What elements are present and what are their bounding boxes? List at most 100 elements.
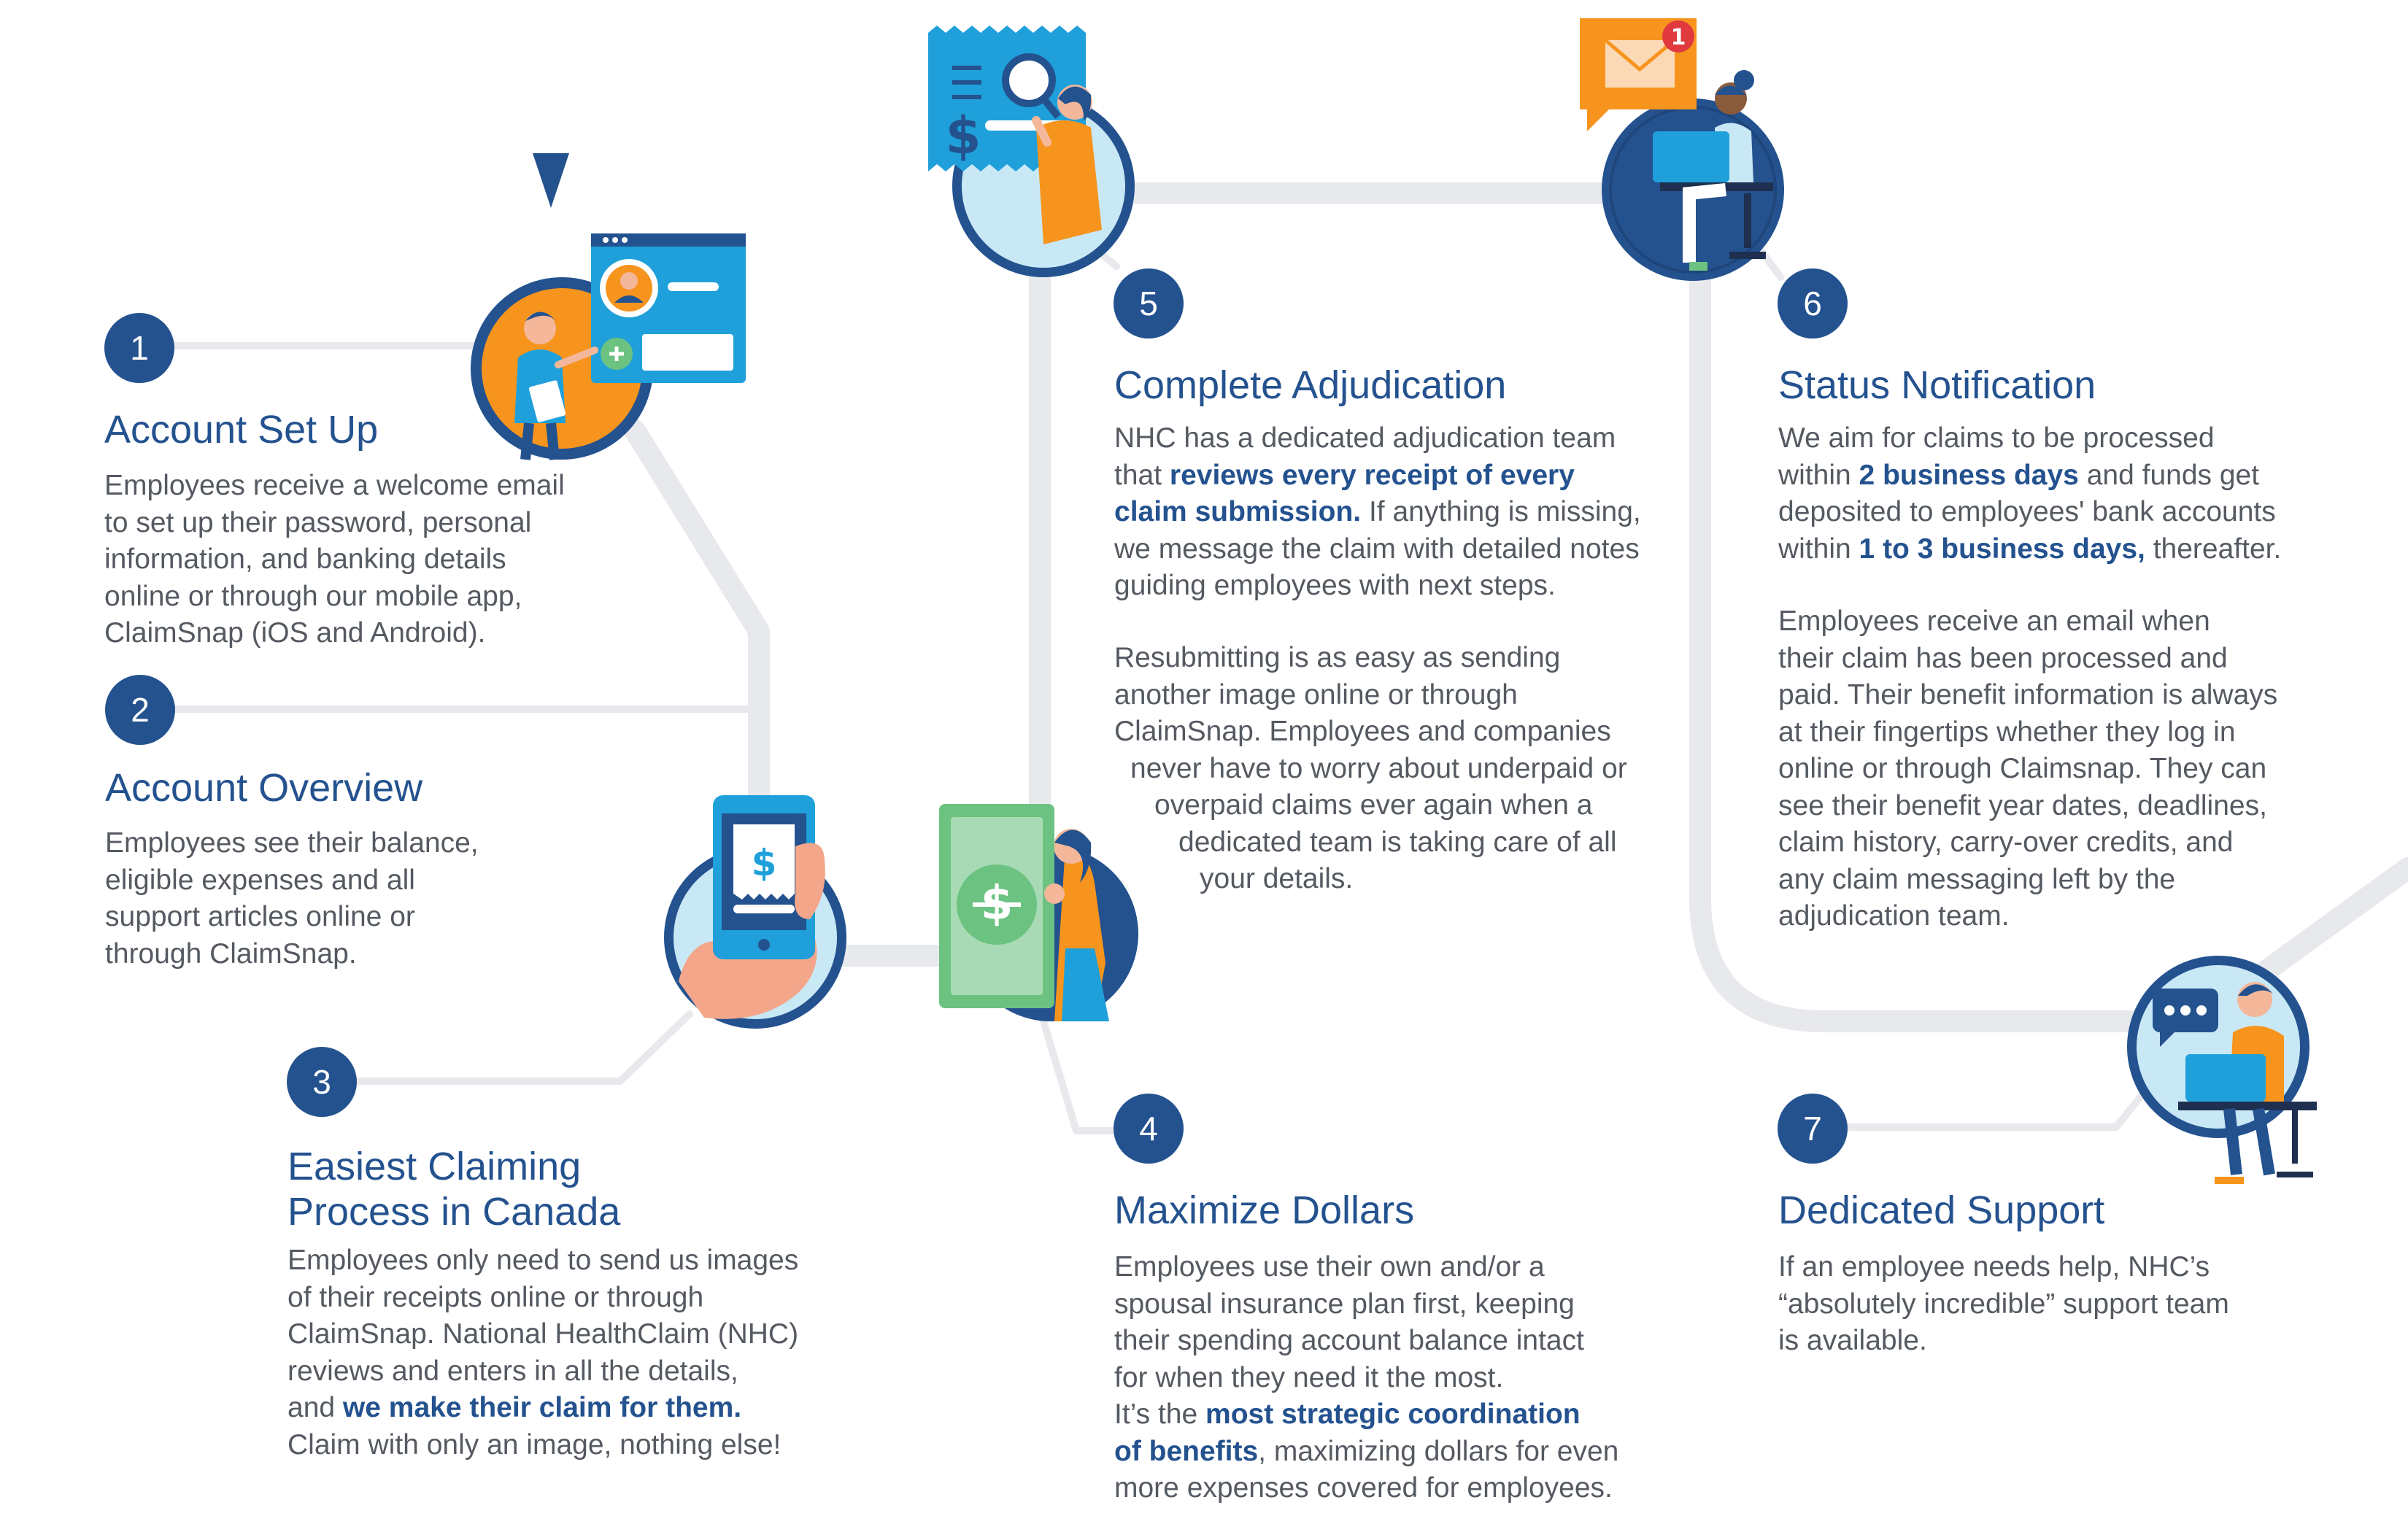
body-line: dedicated team is taking care of all [1178,826,1617,858]
step-1-title: Account Set Up [104,408,379,452]
step-1-number-badge: 1 [104,313,174,383]
body-text: , maximizing dollars for even [1258,1435,1619,1467]
body-line: of benefits, maximizing dollars for even [1114,1434,1618,1471]
step-number: 5 [1139,285,1158,322]
highlight-text: we make their claim for them. [342,1392,742,1423]
body-line: Employees use their own and/or a [1114,1251,1545,1283]
step-number: 4 [1139,1110,1158,1148]
body-line: ClaimSnap (iOS and Android). [104,617,486,649]
body-line: online or through Claimsnap. They can [1778,753,2267,784]
body-line: any claim messaging left by the [1778,863,2176,895]
body-line: their claim has been processed and [1778,642,2228,674]
step-3-title: Easiest Claiming Process in Canada [288,1144,620,1234]
step-5-paragraph-2: Resubmitting is as easy as sending anoth… [1114,640,1627,898]
body-text: If anything is missing, [1361,496,1641,527]
notification-badge-icon [1662,20,1694,53]
step-2-title: Account Overview [105,766,423,810]
body-line: see their benefit year dates, deadlines, [1778,789,2267,821]
body-text: within [1778,533,1859,565]
body-line: paid. Their benefit information is alway… [1778,679,2278,711]
body-text: and [288,1392,343,1423]
body-line: online or through our mobile app, [104,580,522,612]
body-line: and we make their claim for them. [288,1390,798,1427]
body-line: guiding employees with next steps. [1114,570,1556,601]
body-line: to set up their password, personal [104,506,532,538]
body-line: Employees receive a welcome email [104,470,565,501]
step-3-number-badge: 3 [287,1047,357,1117]
step-1-body: Employees receive a welcome email to set… [104,468,565,652]
title-line: Process in Canada [288,1190,621,1234]
body-line: of their receipts online or through [288,1281,704,1313]
step-4-title: Maximize Dollars [1114,1188,1415,1232]
highlight-text: most strategic coordination [1205,1399,1581,1430]
body-line: ClaimSnap. National HealthClaim (NHC) [288,1318,799,1350]
body-line: overpaid claims ever again when a [1154,789,1593,821]
step-6-paragraph-2: Employees receive an email when their cl… [1778,603,2277,935]
highlight-text: 1 to 3 business days, [1859,533,2145,565]
phone-receipt-illustration: $ [664,795,846,1029]
body-line: Employees only need to send us images [288,1245,799,1276]
connector-4 [1040,1018,1120,1134]
step-6-title: Status Notification [1778,363,2096,407]
step-7-body: If an employee needs help, NHC’s “absolu… [1778,1249,2229,1360]
body-line: within 2 business days and funds get [1778,457,2281,495]
body-line: never have to worry about underpaid or [1130,752,1627,784]
body-line: for when they need it the most. [1114,1361,1504,1393]
body-line: claim submission. If anything is missing… [1114,494,1641,531]
step-6-number-badge: 6 [1778,268,1848,339]
body-text: It’s the [1114,1399,1206,1430]
highlight-text: claim submission. [1114,496,1362,527]
body-text: that [1114,459,1170,491]
body-line: We aim for claims to be processed [1778,422,2215,454]
body-line: It’s the most strategic coordination [1114,1396,1618,1434]
step-5-title: Complete Adjudication [1114,363,1507,407]
receipt-search-illustration: $ [928,26,1135,277]
step-2-number-badge: 2 [105,675,175,745]
body-line: Employees receive an email when [1778,606,2210,637]
body-line: adjudication team. [1778,900,2010,932]
body-line: “absolutely incredible” support team [1778,1288,2229,1320]
body-line: within 1 to 3 business days, thereafter. [1778,531,2281,568]
step-3-body: Employees only need to send us images of… [288,1242,798,1463]
highlight-text: 2 business days [1859,459,2079,491]
body-line: that reviews every receipt of every [1114,457,1641,495]
body-line: their spending account balance intact [1114,1325,1584,1356]
body-line: information, and banking details [104,544,506,575]
svg-text:$: $ [946,106,981,166]
body-line: deposited to employees' bank accounts [1778,496,2276,527]
body-text: thereafter. [2145,533,2282,565]
highlight-text: of benefits [1114,1435,1259,1467]
body-line: claim history, carry-over credits, and [1778,827,2234,858]
body-line: Claim with only an image, nothing else! [288,1428,782,1461]
step-7-number-badge: 7 [1778,1094,1848,1164]
step-number: 1 [130,329,149,367]
body-line: through ClaimSnap. [105,937,357,970]
step-2-body: Employees see their balance, eligible ex… [105,825,479,972]
body-line: more expenses covered for employees. [1114,1472,1613,1504]
step-5-body: NHC has a dedicated adjudication team th… [1114,420,1641,605]
step-6-body: We aim for claims to be processed within… [1778,420,2281,568]
body-line: is available. [1778,1325,1927,1356]
highlight-text: reviews every receipt of every [1169,459,1575,491]
body-line: Employees see their balance, [105,827,479,859]
connector-3 [354,1010,693,1085]
step-number: 3 [312,1063,331,1101]
step-number: 7 [1803,1110,1822,1148]
step-number: 6 [1803,285,1822,322]
connector-7 [1821,1069,2164,1131]
step-5-number-badge: 5 [1114,268,1184,339]
money-illustration: $ [939,804,1138,1021]
body-line: NHC has a dedicated adjudication team [1114,422,1616,454]
svg-text:$: $ [752,842,777,884]
body-line: If an employee needs help, NHC’s [1778,1251,2210,1283]
body-text: within [1778,459,1859,491]
body-line: support articles online or [105,901,415,932]
step-4-body: Employees use their own and/or a spousal… [1114,1249,1618,1507]
account-setup-illustration [471,153,746,460]
step-number: 2 [131,691,150,729]
title-line: Easiest Claiming [288,1145,582,1188]
body-line: eligible expenses and all [105,864,415,896]
body-line: spousal insurance plan first, keeping [1114,1288,1575,1320]
body-line: we message the claim with detailed notes [1114,533,1640,565]
body-line: at their fingertips whether they log in [1778,716,2236,748]
